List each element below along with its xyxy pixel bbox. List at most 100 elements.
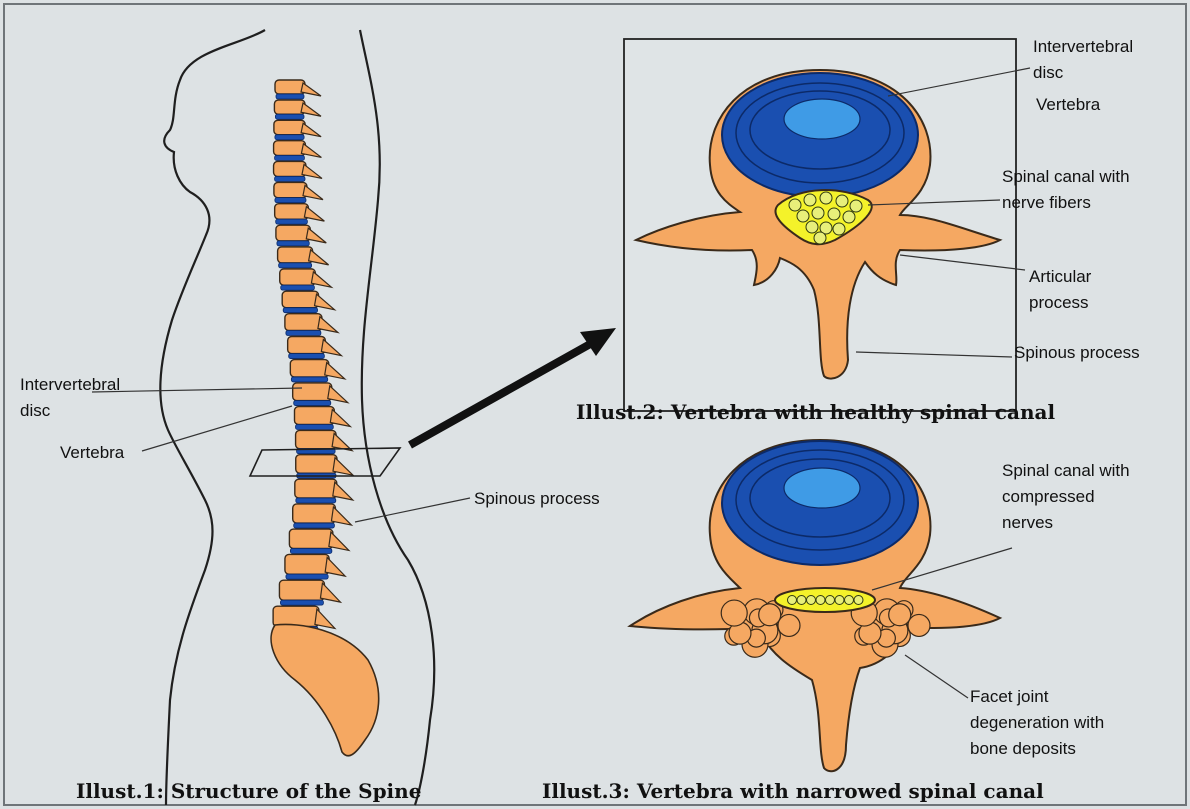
spine-disc [275, 198, 306, 203]
spine-spinous-process [301, 103, 321, 116]
bone-deposit [721, 600, 747, 626]
nerve-fiber [828, 208, 840, 220]
spine-spinous-process [325, 557, 345, 576]
spine-spinous-process [303, 185, 323, 199]
spine-vertebra [274, 182, 307, 197]
spine-vertebra [279, 580, 324, 600]
nerve-fiber [850, 200, 862, 212]
label-vertebra-2: Vertebra [1036, 92, 1100, 118]
bone-deposit [778, 614, 800, 636]
spine-disc [296, 498, 336, 503]
spine-disc [294, 401, 331, 406]
spine-vertebra [296, 430, 337, 448]
spine-vertebra [275, 204, 309, 219]
nerve-fiber [797, 210, 809, 222]
label-intervertebral-disc-1: Intervertebral disc [20, 372, 120, 424]
spine-vertebra [293, 383, 332, 401]
spine-disc [280, 600, 323, 605]
spine-vertebra [290, 360, 328, 377]
spine-disc [281, 285, 315, 290]
spine-vertebra [285, 554, 329, 574]
spine-vertebra [274, 120, 305, 134]
spine-spinous-process [302, 164, 322, 178]
nerve-fiber [854, 596, 863, 605]
nerve-fiber [806, 221, 818, 233]
nerve-fiber [814, 232, 826, 244]
spine-disc [275, 114, 304, 119]
nucleus-3 [784, 468, 860, 508]
nerve-fiber [816, 596, 825, 605]
nerve-fiber [789, 199, 801, 211]
spine-disc [275, 176, 305, 181]
spine-vertebra [289, 529, 332, 548]
nerve-fiber [835, 596, 844, 605]
label-articular-process-2: Articular process [1029, 264, 1091, 316]
spine-vertebra [274, 161, 306, 176]
spine-disc [276, 94, 304, 99]
spine-disc [286, 574, 328, 579]
label-spinous-process-2: Spinous process [1014, 340, 1140, 366]
spine-spinous-process [315, 609, 335, 628]
spine-spinous-process [309, 250, 329, 265]
spine-vertebra [288, 336, 326, 353]
spine-vertebra [274, 100, 305, 114]
spine-vertebra [280, 269, 316, 285]
pointer-arrow-head [580, 328, 616, 356]
bone-deposit [889, 604, 911, 626]
spine-spinous-process [306, 228, 326, 243]
spine-vertebra [285, 314, 322, 331]
nerve-fiber [843, 211, 855, 223]
narrowed-vertebra [630, 440, 1000, 771]
spine-spinous-process [304, 207, 324, 221]
bone-deposit [908, 614, 930, 636]
bone-deposit [759, 604, 781, 626]
spine-vertebra [278, 247, 313, 263]
nerve-fiber [797, 596, 806, 605]
spine-vertebra [295, 479, 337, 498]
nerve-fiber [826, 596, 835, 605]
spine-disc [296, 424, 334, 429]
spine-disc [283, 308, 317, 313]
spine-disc [275, 135, 304, 140]
spine-disc [277, 241, 309, 246]
pointer-arrow-shaft [410, 343, 592, 445]
spine-disc [290, 548, 331, 553]
caption-illust3: Illust.3: Vertebra with narrowed spinal … [542, 779, 1044, 803]
sacrum [271, 624, 379, 755]
spine-disc [286, 330, 321, 335]
nerve-fiber [812, 207, 824, 219]
spine-spinous-process [318, 317, 338, 333]
spine-disc [291, 377, 327, 382]
label-vertebra-1: Vertebra [60, 440, 124, 466]
nerve-fiber [804, 194, 816, 206]
nerve-fiber [820, 192, 832, 204]
spine-vertebra [274, 141, 306, 156]
nerve-fiber [845, 596, 854, 605]
spine-vertebra [295, 407, 335, 425]
spine-disc [275, 155, 305, 160]
spine-disc [276, 219, 308, 224]
spine-spinous-process [311, 272, 331, 287]
spine-vertebra [276, 225, 310, 241]
spine-spinous-process [301, 123, 321, 136]
spine-spinous-process [301, 144, 321, 158]
leader-vertebra-1 [142, 406, 292, 451]
body-silhouette [160, 30, 265, 805]
leader-facet-3 [905, 655, 968, 698]
nerve-fiber [807, 596, 816, 605]
caption-illust2: Illust.2: Vertebra with healthy spinal c… [576, 400, 1055, 424]
spine-spinous-process [301, 83, 321, 96]
nerve-fiber [833, 223, 845, 235]
spine-vertebra [282, 291, 318, 308]
spine-vertebra [273, 606, 319, 626]
label-spinal-canal-3: Spinal canal with compressed nerves [1002, 458, 1130, 536]
label-intervertebral-disc-2: Intervertebral disc [1033, 34, 1133, 86]
spine-vertebra [293, 504, 336, 523]
spine-spinous-process [315, 294, 335, 310]
label-spinal-canal-2: Spinal canal with nerve fibers [1002, 164, 1130, 216]
label-facet-joint-3: Facet joint degeneration with bone depos… [970, 684, 1104, 762]
spine-disc [294, 523, 335, 528]
spine-disc [279, 263, 312, 268]
label-spinous-process-1: Spinous process [474, 486, 600, 512]
